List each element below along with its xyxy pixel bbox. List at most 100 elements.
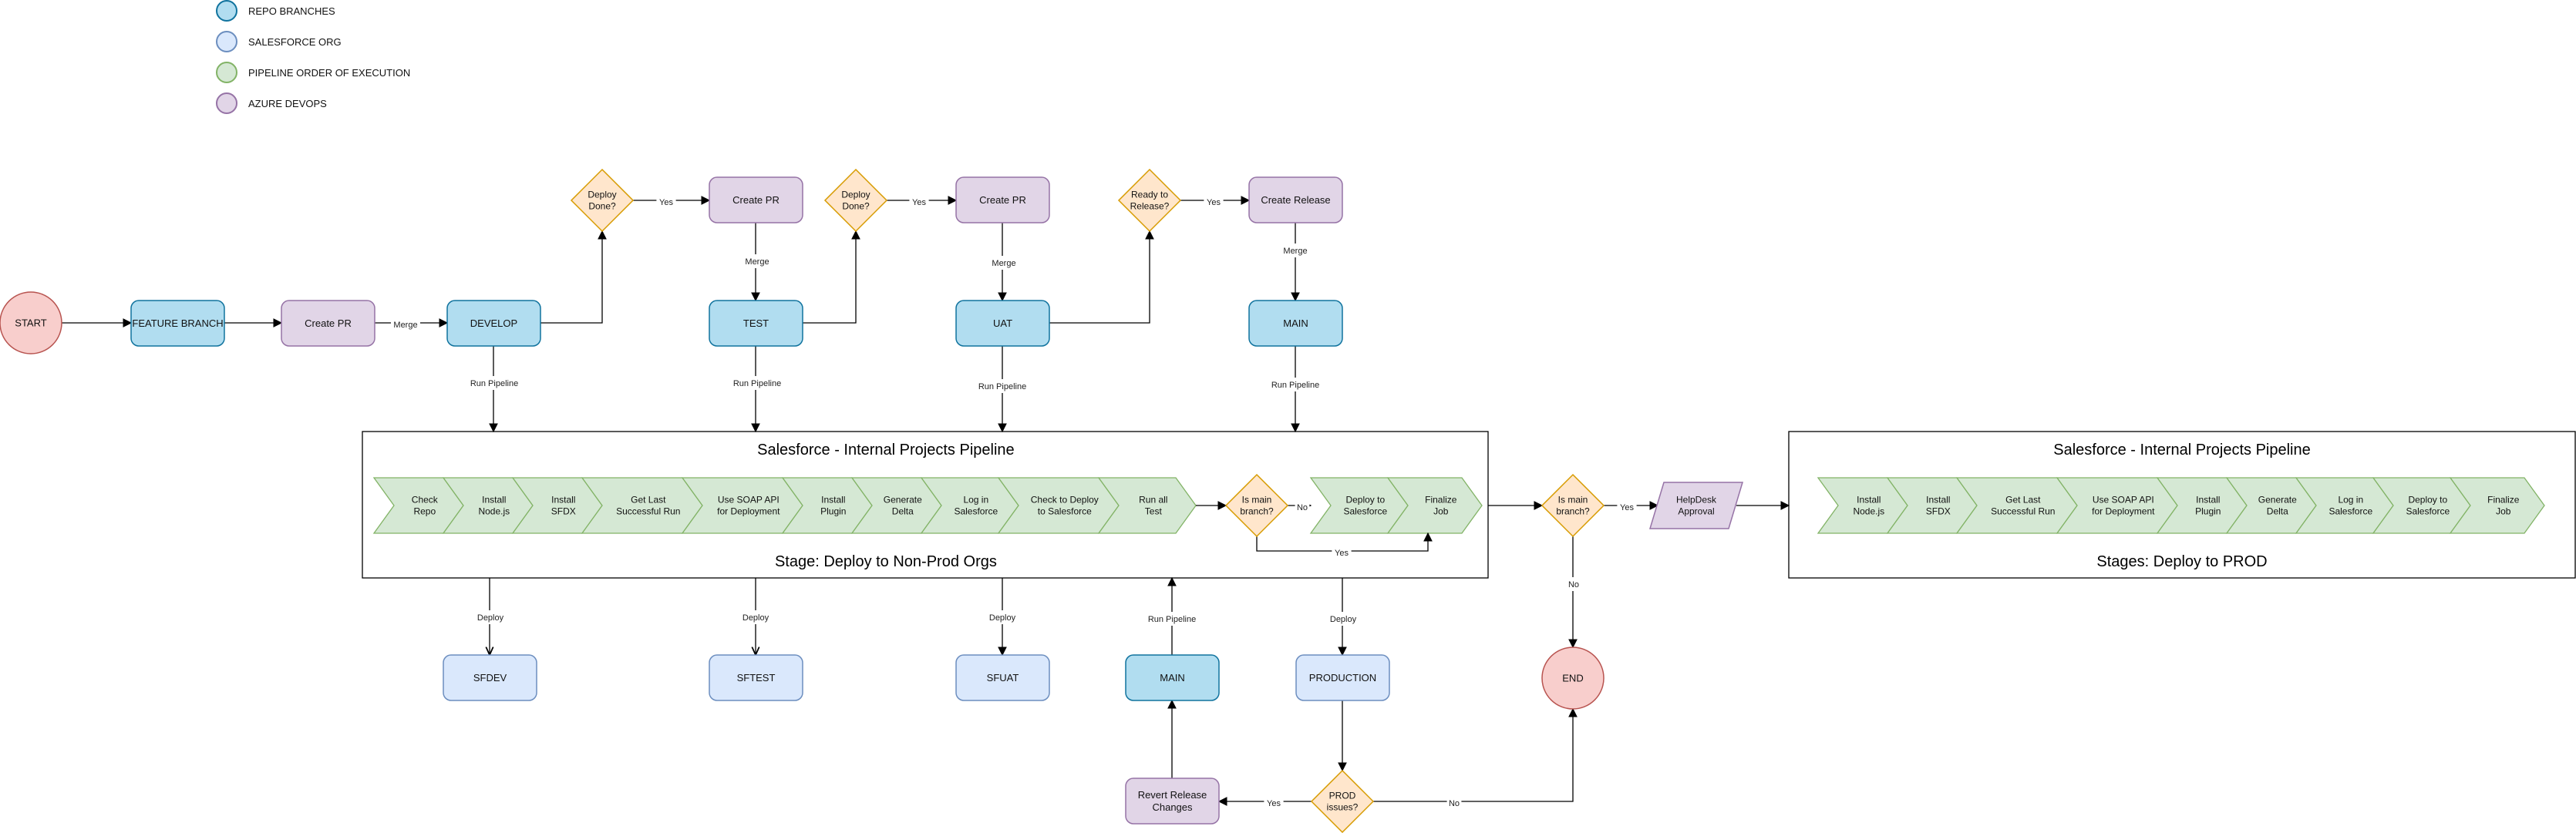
edge-label-run-pipeline: Run Pipeline xyxy=(970,379,1035,393)
edge-label-merge: Merge xyxy=(1281,244,1310,257)
edge-label-deploy: Deploy xyxy=(738,610,773,624)
create-pr-node-label: Create PR xyxy=(732,194,780,206)
main-branch-node-bottom: MAIN xyxy=(1125,654,1220,701)
test-branch-node: TEST xyxy=(709,300,803,347)
edge-test-deploydone xyxy=(803,230,860,324)
legend-label: AZURE DEVOPS xyxy=(248,98,327,109)
svg-text:Yes: Yes xyxy=(659,198,673,207)
create-pr-node: Create PR xyxy=(281,300,375,347)
sftest-org-node-label: SFTEST xyxy=(737,672,776,684)
edge-uat-ready xyxy=(1049,230,1154,324)
feature-branch-node-label: FEATURE BRANCH xyxy=(132,317,223,329)
edge-label-no: No xyxy=(1446,796,1462,810)
edge-label-no: No xyxy=(1295,500,1310,514)
svg-text:Run Pipeline: Run Pipeline xyxy=(1148,615,1196,624)
legend-swatch xyxy=(216,0,237,22)
svg-text:Run Pipeline: Run Pipeline xyxy=(978,382,1026,391)
edge-label-run-pipeline: Run Pipeline xyxy=(462,376,527,390)
svg-text:Deploy: Deploy xyxy=(742,613,769,623)
sfdev-org-node-label: SFDEV xyxy=(473,672,507,684)
sfuat-org-node: SFUAT xyxy=(955,654,1050,701)
legend-label: SALESFORCE ORG xyxy=(248,36,342,48)
create-pr-node: Create PR xyxy=(955,176,1050,223)
edge-label-yes: Yes xyxy=(656,195,676,209)
edge-label-run-pipeline: Run Pipeline xyxy=(1263,378,1328,391)
edge-develop-deploydone xyxy=(540,230,607,324)
main-branch-node-bottom-label: MAIN xyxy=(1160,672,1185,684)
create-release-node-label: Create Release xyxy=(1261,194,1330,206)
edge-label-deploy: Deploy xyxy=(985,610,1020,624)
legend-swatch xyxy=(216,92,237,114)
main-branch-node-label: MAIN xyxy=(1283,317,1308,329)
prod-pipeline-container: Salesforce - Internal Projects PipelineS… xyxy=(1788,431,2576,579)
svg-text:Merge: Merge xyxy=(393,321,417,330)
svg-text:Merge: Merge xyxy=(745,257,769,267)
legend-swatch xyxy=(216,62,237,83)
svg-text:Run Pipeline: Run Pipeline xyxy=(1271,381,1319,390)
svg-text:Deploy: Deploy xyxy=(477,613,504,623)
develop-branch-node-label: DEVELOP xyxy=(470,317,517,329)
edge-label-run-pipeline: Run Pipeline xyxy=(725,376,790,390)
edge-label-merge: Merge xyxy=(742,254,772,268)
end-node-label: END xyxy=(1562,673,1583,684)
edge-label-deploy: Deploy xyxy=(473,610,508,624)
edge-label-yes: Yes xyxy=(1204,195,1224,209)
create-release-node: Create Release xyxy=(1248,176,1343,223)
edge-label-yes: Yes xyxy=(1332,546,1352,559)
svg-text:No: No xyxy=(1297,503,1308,512)
prod-stage-label: Stages: Deploy to PROD xyxy=(2096,553,2267,570)
main-branch-node: MAIN xyxy=(1248,300,1343,347)
edge-label-yes: Yes xyxy=(909,195,929,209)
edge-label-run-pipeline: Run Pipeline xyxy=(1140,612,1204,626)
uat-branch-node-label: UAT xyxy=(993,317,1012,329)
legend-swatch xyxy=(216,31,237,52)
edge-label-merge: Merge xyxy=(391,317,420,331)
production-org-node-label: PRODUCTION xyxy=(1309,672,1376,684)
svg-text:Deploy: Deploy xyxy=(1330,615,1357,624)
edge-issues-end xyxy=(1373,707,1578,802)
create-pr-node-label: Create PR xyxy=(979,194,1026,206)
svg-text:Yes: Yes xyxy=(1620,503,1634,512)
svg-text:Merge: Merge xyxy=(992,259,1015,268)
end-node: END xyxy=(1541,647,1605,710)
edge-label-merge: Merge xyxy=(989,256,1019,270)
